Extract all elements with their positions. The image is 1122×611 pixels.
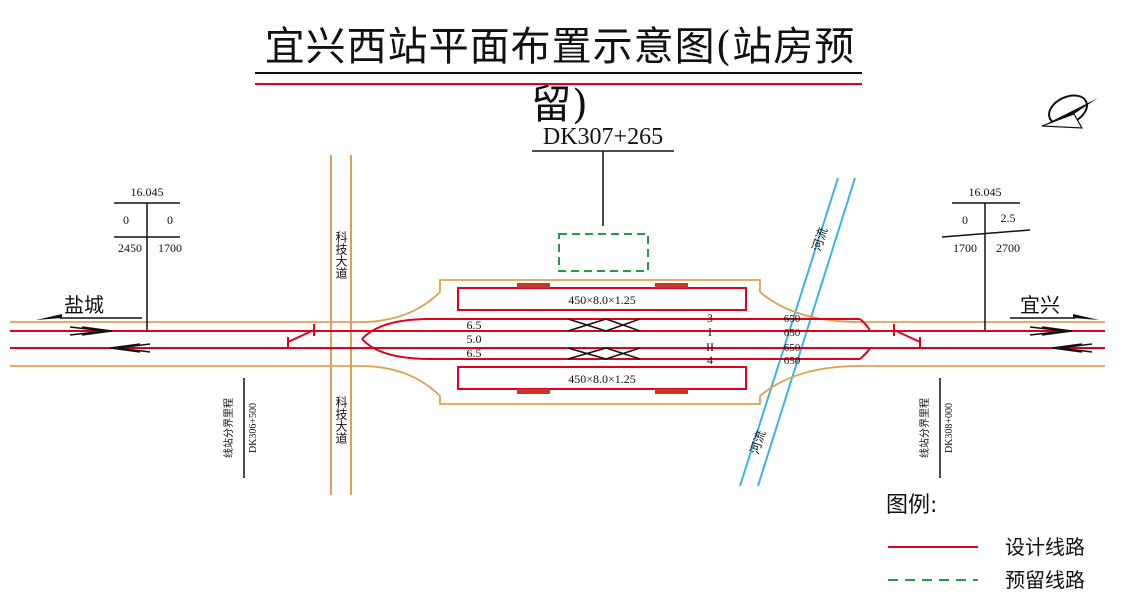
page-title: 宜兴西站平面布置示意图(站房预留) (264, 24, 856, 128)
right-elevation: 16.045 (969, 185, 1002, 199)
right-grade-tl: 0 (962, 213, 968, 227)
reserved-station-building (558, 233, 649, 272)
right-city-name: 宜兴 (1020, 293, 1060, 317)
spacing-1: 6.5 (467, 318, 482, 332)
road-label-bottom: 科技大道 (334, 396, 348, 444)
left-grade-table (114, 202, 180, 330)
right-boundary-mileage: DK308+000 (944, 403, 955, 453)
direction-arrows (69, 326, 1093, 353)
track-number-3: 3 (707, 311, 713, 325)
track-number-4: 4 (707, 353, 713, 367)
track-length-4: 650 (784, 355, 801, 367)
legend-title: 图例: (886, 493, 937, 518)
siding-track-4 (361, 338, 860, 360)
left-grade-tl: 0 (123, 213, 129, 227)
left-elevation: 16.045 (131, 185, 164, 199)
spacing-3: 6.5 (467, 346, 482, 360)
river-label-top: 河流 (810, 226, 831, 253)
left-city-name: 盐城 (64, 293, 104, 317)
left-grade-tr: 0 (167, 213, 173, 227)
platform-top-label: 450×8.0×1.25 (568, 293, 636, 307)
north-arrow-icon (1041, 94, 1098, 129)
road-kejidadao (330, 155, 352, 495)
right-grade-tr: 2.5 (1001, 211, 1016, 225)
track-number-I: I (708, 325, 712, 339)
left-boundary-mileage: DK306+500 (248, 403, 259, 453)
left-grade-bl: 2450 (118, 241, 142, 255)
right-city-direction (1010, 314, 1099, 320)
tracks (10, 318, 1105, 360)
left-grade-br: 1700 (158, 241, 182, 255)
right-grade-table (941, 202, 1031, 330)
station-mileage: DK307+265 (543, 124, 663, 150)
siding-track-3 (361, 318, 860, 340)
track-length-3: 650 (784, 313, 801, 325)
left-boundary-label: 线站分界里程 (222, 398, 235, 458)
right-grade-bl: 1700 (953, 241, 977, 255)
platform-bottom (457, 366, 747, 390)
legend-design-label: 设计线路 (1005, 535, 1085, 559)
track-length-I: 650 (784, 327, 801, 339)
platform-bottom-label: 450×8.0×1.25 (568, 372, 636, 386)
platform-top (457, 287, 747, 311)
right-boundary-label: 线站分界里程 (918, 398, 931, 458)
switch-markers (287, 324, 921, 348)
spacing-2: 5.0 (467, 332, 482, 346)
right-grade-br: 2700 (996, 241, 1020, 255)
crossovers (567, 318, 641, 360)
left-city-direction (36, 314, 142, 320)
road-label-top: 科技大道 (334, 231, 348, 279)
track-length-II: 650 (784, 342, 801, 354)
legend-reserved-label: 预留线路 (1005, 568, 1085, 592)
track-number-II: II (706, 340, 714, 354)
platform-stairs (517, 283, 688, 394)
river-label-bottom: 河流 (748, 429, 769, 456)
